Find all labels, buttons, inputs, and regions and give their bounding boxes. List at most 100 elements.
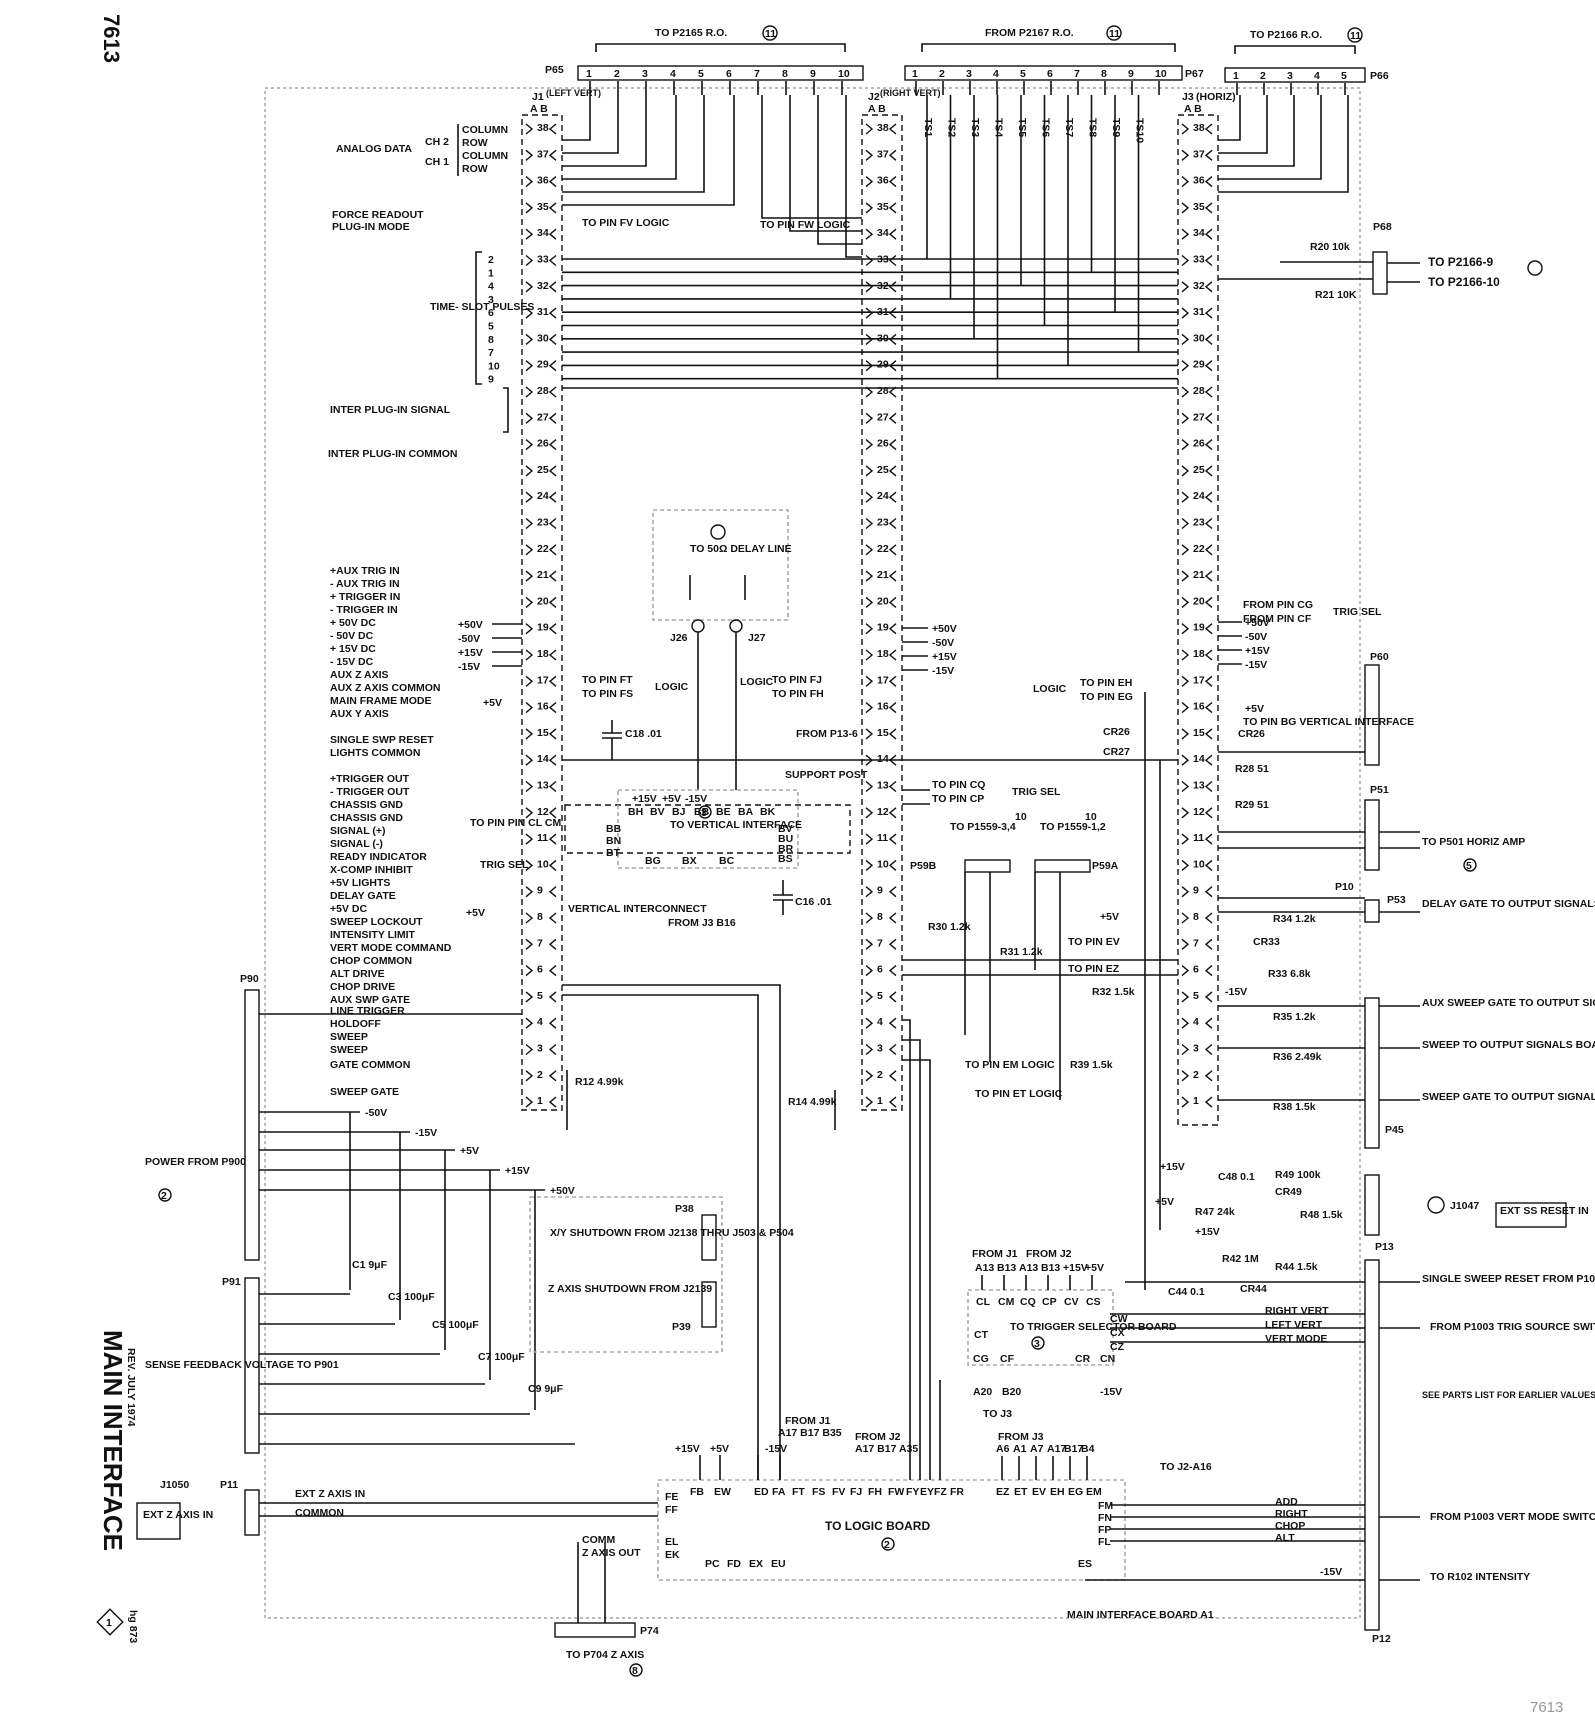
jack-pin-number: 17 bbox=[537, 674, 549, 686]
interface-pin-label: BV bbox=[650, 806, 665, 818]
svg-text:CR26: CR26 bbox=[1238, 728, 1265, 740]
signal-label: ALT DRIVE bbox=[330, 968, 385, 980]
jack-pin-number: 13 bbox=[537, 780, 549, 792]
svg-text:RIGHT: RIGHT bbox=[1275, 1508, 1308, 1520]
svg-text:POWER FROM P900: POWER FROM P900 bbox=[145, 1156, 246, 1168]
signal-label: +5V DC bbox=[330, 903, 367, 915]
supply-label: -15V bbox=[458, 661, 480, 673]
svg-text:Z AXIS SHUTDOWN FROM J2139: Z AXIS SHUTDOWN FROM J2139 bbox=[548, 1283, 712, 1295]
jack-pin-number: 25 bbox=[1193, 464, 1205, 476]
svg-text:ADD: ADD bbox=[1275, 1496, 1298, 1508]
jack-pin-number: 16 bbox=[1193, 701, 1205, 713]
svg-text:CR27: CR27 bbox=[1103, 746, 1130, 758]
jack-pin-number: 10 bbox=[877, 858, 889, 870]
svg-text:C18 .01: C18 .01 bbox=[625, 728, 662, 740]
interface-pin-label: BC bbox=[719, 855, 735, 867]
svg-text:J27: J27 bbox=[748, 632, 766, 644]
svg-text:TO P2166 R.O.: TO P2166 R.O. bbox=[1250, 29, 1322, 41]
svg-text:FROM P13-6: FROM P13-6 bbox=[796, 728, 858, 740]
svg-text:EXT Z AXIS IN: EXT Z AXIS IN bbox=[143, 1509, 213, 1521]
supply-label: +50V bbox=[458, 619, 483, 631]
jack-pin-number: 24 bbox=[537, 490, 549, 502]
jack-pin-number: 22 bbox=[877, 543, 889, 555]
jack-pin-number: 18 bbox=[537, 648, 549, 660]
logic-board-pin: A6 bbox=[996, 1443, 1010, 1455]
svg-text:ES: ES bbox=[1078, 1558, 1092, 1570]
connector-p2167: FROM P2167 R.O. 11 P67 bbox=[904, 25, 1204, 81]
svg-text:FROM P1003 VERT MODE SWITCH: FROM P1003 VERT MODE SWITCH bbox=[1430, 1511, 1595, 1523]
connector-pin-label: 4 bbox=[1314, 70, 1320, 82]
jack-pin-number: 17 bbox=[877, 674, 889, 686]
svg-text:TO P2166-10: TO P2166-10 bbox=[1428, 275, 1500, 289]
jack-pin-number: 23 bbox=[877, 517, 889, 529]
supply-label: -50V bbox=[458, 633, 480, 645]
svg-text:-15V: -15V bbox=[765, 1443, 787, 1455]
svg-text:+5V: +5V bbox=[710, 1443, 729, 1455]
wiring bbox=[259, 692, 1420, 1581]
svg-text:TO PIN ET LOGIC: TO PIN ET LOGIC bbox=[975, 1088, 1063, 1100]
jack-pin-number: 22 bbox=[537, 543, 549, 555]
svg-text:R20 10k: R20 10k bbox=[1310, 241, 1350, 253]
jack-pin-number: 33 bbox=[1193, 254, 1205, 266]
svg-text:(RIGHT VERT): (RIGHT VERT) bbox=[880, 88, 941, 98]
logic-board-pin: EY bbox=[920, 1486, 934, 1498]
svg-text:AUX SWEEP GATE TO OUTPUT SIGNA: AUX SWEEP GATE TO OUTPUT SIGNALS BOARD, … bbox=[1422, 997, 1595, 1009]
svg-text:LOGIC: LOGIC bbox=[1033, 683, 1067, 695]
signal-label: VERT MODE COMMAND bbox=[330, 942, 452, 954]
svg-text:TO PIN EH: TO PIN EH bbox=[1080, 677, 1132, 689]
jack-pin-number: 7 bbox=[1193, 937, 1199, 949]
logic-board-pin: EW bbox=[714, 1486, 731, 1498]
jack-pin-number: 10 bbox=[1193, 858, 1205, 870]
signal-label: + TRIGGER IN bbox=[330, 591, 400, 603]
svg-text:+5V: +5V bbox=[1155, 1196, 1174, 1208]
signal-label: AUX Z AXIS bbox=[330, 669, 389, 681]
svg-text:LEFT VERT: LEFT VERT bbox=[1265, 1319, 1323, 1331]
jack-pin-number: 9 bbox=[877, 885, 883, 897]
logic-board-block: TO LOGIC BOARD 2 FROM J1 A17 B17 B35 FRO… bbox=[582, 1415, 1212, 1581]
svg-text:P90: P90 bbox=[240, 973, 259, 985]
svg-text:SENSE FEEDBACK VOLTAGE TO P901: SENSE FEEDBACK VOLTAGE TO P901 bbox=[145, 1359, 339, 1371]
interface-pin-label: BX bbox=[682, 855, 697, 867]
svg-text:TRIG SEL: TRIG SEL bbox=[1333, 606, 1382, 618]
logic-board-pin: FZ bbox=[934, 1486, 947, 1498]
svg-text:2: 2 bbox=[161, 1190, 167, 1202]
logic-board-pin: FS bbox=[812, 1486, 825, 1498]
interface-pin-label: BN bbox=[606, 835, 621, 847]
jack-pin-number: 33 bbox=[537, 254, 549, 266]
timeslot-label: TS9 bbox=[1110, 118, 1122, 137]
svg-text:A17 B17 B35: A17 B17 B35 bbox=[778, 1427, 842, 1439]
svg-text:EXT Z AXIS IN: EXT Z AXIS IN bbox=[295, 1488, 365, 1500]
jack-pin-number: 22 bbox=[1193, 543, 1205, 555]
svg-text:CH 2: CH 2 bbox=[425, 136, 449, 148]
svg-text:-15V: -15V bbox=[1225, 986, 1247, 998]
svg-text:R47 24k: R47 24k bbox=[1195, 1206, 1235, 1218]
logic-board-pin: EL bbox=[665, 1536, 679, 1548]
svg-text:ROW: ROW bbox=[462, 137, 488, 149]
jack-pin-number: 26 bbox=[877, 438, 889, 450]
right-connectors: P60 P51 P10 P53 P45 P13 P12 J1047 TO P50… bbox=[1265, 651, 1595, 1645]
svg-text:TO PIN FS: TO PIN FS bbox=[582, 688, 633, 700]
jack-pin-number: 28 bbox=[537, 385, 549, 397]
svg-text:-15V: -15V bbox=[1320, 1566, 1342, 1578]
connector-p68: P68 R20 10k R21 10K bbox=[1218, 221, 1543, 301]
svg-text:LOGIC: LOGIC bbox=[655, 681, 689, 693]
signal-label: MAIN FRAME MODE bbox=[330, 695, 432, 707]
svg-text:R39 1.5k: R39 1.5k bbox=[1070, 1059, 1113, 1071]
trigger-selector-pin: +15V bbox=[1063, 1262, 1088, 1274]
svg-text:10: 10 bbox=[1015, 811, 1027, 823]
svg-text:P11: P11 bbox=[220, 1479, 238, 1491]
svg-text:RIGHT VERT: RIGHT VERT bbox=[1265, 1305, 1329, 1317]
connector-pin-label: 2 bbox=[939, 68, 945, 80]
svg-text:A17 B17 A35: A17 B17 A35 bbox=[855, 1443, 918, 1455]
signal-label: SWEEP bbox=[330, 1031, 368, 1043]
jack-pin-number: 37 bbox=[537, 148, 549, 160]
jack-pin-number: 16 bbox=[537, 701, 549, 713]
connector-pin-label: 10 bbox=[838, 68, 850, 80]
svg-text:FROM J1: FROM J1 bbox=[785, 1415, 831, 1427]
logic-board-pin: FF bbox=[665, 1504, 678, 1516]
svg-text:FORCE READOUT: FORCE READOUT bbox=[332, 209, 424, 221]
svg-text:COMMON: COMMON bbox=[295, 1507, 344, 1519]
connector-pin-label: 9 bbox=[810, 68, 816, 80]
sheet-title: MAIN INTERFACE bbox=[98, 1330, 128, 1551]
